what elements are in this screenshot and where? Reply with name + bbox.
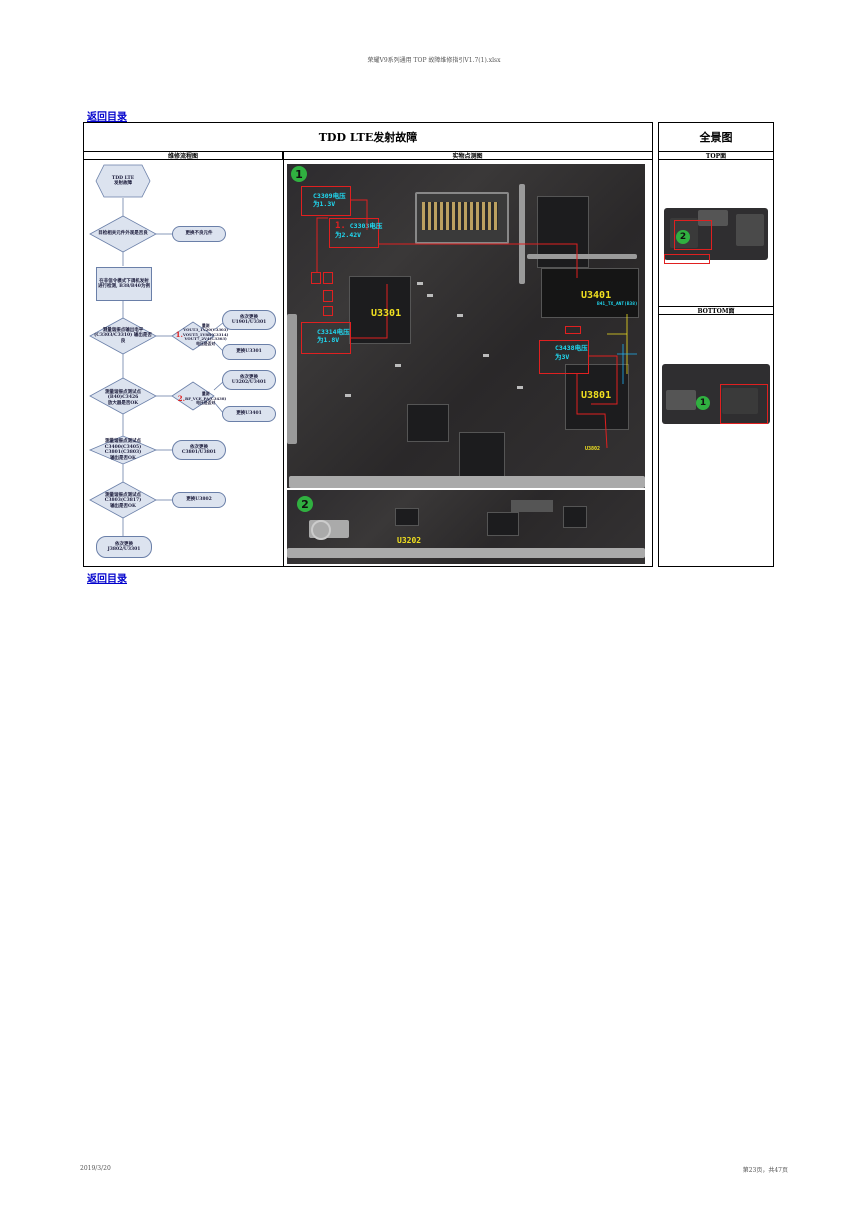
flow-check-pa: 测量谐振点测试点 (B40)C3426 放大器是否OK: [105, 389, 141, 406]
highlight-pad-3: [323, 290, 333, 302]
c3303-step-marker: 1.: [335, 221, 346, 231]
fault-title: TDD LTE发射故障: [318, 131, 418, 144]
flow-replace-u3301: 更换U3301: [222, 344, 276, 360]
flow-replace-u3401: 更换U3401: [222, 406, 276, 422]
back-to-toc-link-bottom[interactable]: 返回目录: [87, 574, 127, 585]
board-photo-top: 1 C3309电压 为1.3V 1. C3303电压 为2.42V C3314电…: [287, 164, 645, 488]
label-u3801: U3801: [581, 390, 612, 401]
panorama-table: [658, 122, 774, 567]
highlight-c3438: [539, 340, 589, 374]
file-title: 荣耀V9系列通用 TOP 故障维修指引V1.7(1).xlsx: [367, 57, 501, 64]
flow-measure-rf-vce: 2.量测 RF_VCE_PA(C3438) 电压是否对: [176, 384, 228, 414]
highlight-pad-1: [311, 272, 321, 284]
marker-2-badge: 2: [297, 496, 313, 512]
flow-check-resonance-output: 测量谐振点输出电平(C3303/C3310) 输出是否良: [94, 327, 152, 344]
highlight-pad-2: [323, 272, 333, 284]
label-c3303-text: C3303电压 为2.42V: [335, 222, 383, 239]
bottom-view-header: BOTTOM面: [659, 306, 773, 315]
label-c3438: C3438电压 为3V: [555, 344, 588, 361]
panorama-bottom: 1: [662, 360, 770, 426]
flow-check-c3803: 测量谐振点测试点 C3803(C3817) 输出是否OK: [104, 492, 142, 509]
flow-connectors: [88, 164, 225, 536]
flow-end: 依次更换 J3802/U3301: [96, 536, 152, 558]
flow-check-visual: 目检相关元件外观是否良: [98, 231, 148, 237]
flow-replace-u1901-u3301: 依次更换 U1901/U3301: [222, 310, 276, 330]
highlight-c3303: [329, 218, 379, 248]
label-c3303: 1. C3303电压 为2.42V: [335, 222, 382, 240]
flow-non-signaling-test: 在非信令模式下调机发射 进行检测, B38/B40为例: [96, 267, 152, 301]
label-c3309: C3309电压 为1.3V: [313, 192, 346, 208]
flow-check-c3400: 测量谐振点测试点 C3400(C3405) C3801(C3803) 输出是否O…: [104, 439, 142, 461]
flow-start: TDD LTE 发射故障: [111, 175, 135, 187]
panorama-marker-2: 2: [676, 230, 690, 244]
label-c3314: C3314电压 为1.8V: [317, 328, 350, 344]
panorama-top-region-strip: [664, 254, 710, 264]
highlight-c3438-pad: [565, 326, 581, 334]
step1-marker: 1.: [175, 329, 183, 339]
flow-measure-vout: 1.量测 VOUT3_1V20(C3303) VOUT5_1V8B(C3314)…: [175, 320, 229, 350]
panorama-marker-1: 1: [696, 396, 710, 410]
panorama-top: 2: [664, 206, 768, 266]
highlight-c3314: [301, 322, 351, 354]
photo-column-header: 实物点测图: [283, 151, 652, 160]
flow-column-header: 维修流程图: [84, 151, 283, 160]
fault-table: [83, 122, 653, 567]
label-u3401: U3401: [581, 290, 612, 301]
flow-replace-bad-part: 更换不良元件: [172, 226, 226, 242]
flow-measure-vout-text: 量测 VOUT3_1V20(C3303) VOUT5_1V8B(C3314) V…: [182, 322, 229, 346]
footer-date: 2019/3/20: [80, 1165, 111, 1172]
flow-replace-u3802: 更换U3802: [172, 492, 226, 508]
panorama-title: 全景图: [699, 131, 733, 144]
highlight-pad-4: [323, 306, 333, 316]
column-divider: [283, 151, 284, 566]
probe-lines: [316, 199, 637, 449]
marker-1-badge: 1: [291, 166, 307, 182]
panorama-bottom-region-1: [720, 384, 768, 424]
flow-measure-rf-vce-text: 量测 RF_VCE_PA(C3438) 电压是否对: [185, 391, 227, 406]
label-u3202: U3202: [397, 536, 422, 545]
flow-replace-u3202-u3401: 依次更换 U3202/U3401: [222, 370, 276, 390]
flow-replace-c3801-u3801: 依次更换 C3801/U3801: [172, 440, 226, 460]
back-to-toc-link[interactable]: 返回目录: [87, 112, 127, 123]
board-photo-bottom-strip: 2 U3202: [287, 490, 645, 564]
label-u3301: U3301: [371, 308, 402, 319]
footer-page: 第23页，共47页: [742, 1167, 788, 1174]
panorama-top-region-2: [674, 220, 712, 250]
label-u3802: U3802: [585, 446, 601, 452]
step2-marker: 2.: [177, 393, 186, 403]
label-signal: B41_TX_ANT(B38): [597, 302, 638, 307]
top-view-header: TOP面: [659, 151, 773, 160]
highlight-c3309: [301, 186, 351, 216]
